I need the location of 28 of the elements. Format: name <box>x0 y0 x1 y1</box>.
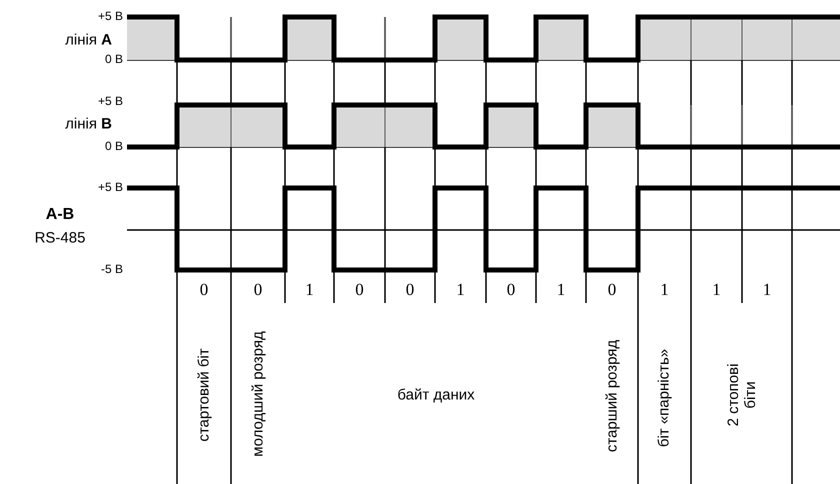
bit-value: 0 <box>506 280 516 300</box>
field-label: молодший розряд <box>249 331 267 457</box>
voltage-level: +5 В <box>98 95 123 109</box>
bit-value: 1 <box>712 280 721 300</box>
field-label: байт даних <box>397 386 475 404</box>
voltage-level: +5 В <box>98 10 123 24</box>
bit-value: 1 <box>762 280 772 300</box>
bit-value: 0 <box>254 280 262 300</box>
bit-value: 1 <box>305 280 314 300</box>
signal-name: A-B <box>46 206 74 224</box>
field-label: 2 стопові біти <box>724 362 760 428</box>
bit-value: 0 <box>608 280 616 300</box>
voltage-level: -5 В <box>100 263 123 277</box>
voltage-level: 0 В <box>104 140 123 154</box>
signal-name: лінія A <box>65 31 112 49</box>
voltage-level: +5 В <box>98 181 123 195</box>
field-label: старший розряд <box>603 340 621 452</box>
bit-value: 1 <box>660 280 669 300</box>
field-label: стартовий біт <box>195 348 213 442</box>
bit-value: 0 <box>200 280 208 300</box>
voltage-level: 0 В <box>104 53 123 67</box>
bit-value: 1 <box>556 280 566 300</box>
field-label: біт «парність» <box>655 348 673 448</box>
bit-value: 0 <box>406 280 414 300</box>
interface-name: RS-485 <box>34 229 86 247</box>
bit-value: 0 <box>355 280 364 300</box>
bit-value: 1 <box>456 280 465 300</box>
signal-name: лінія B <box>65 115 112 133</box>
